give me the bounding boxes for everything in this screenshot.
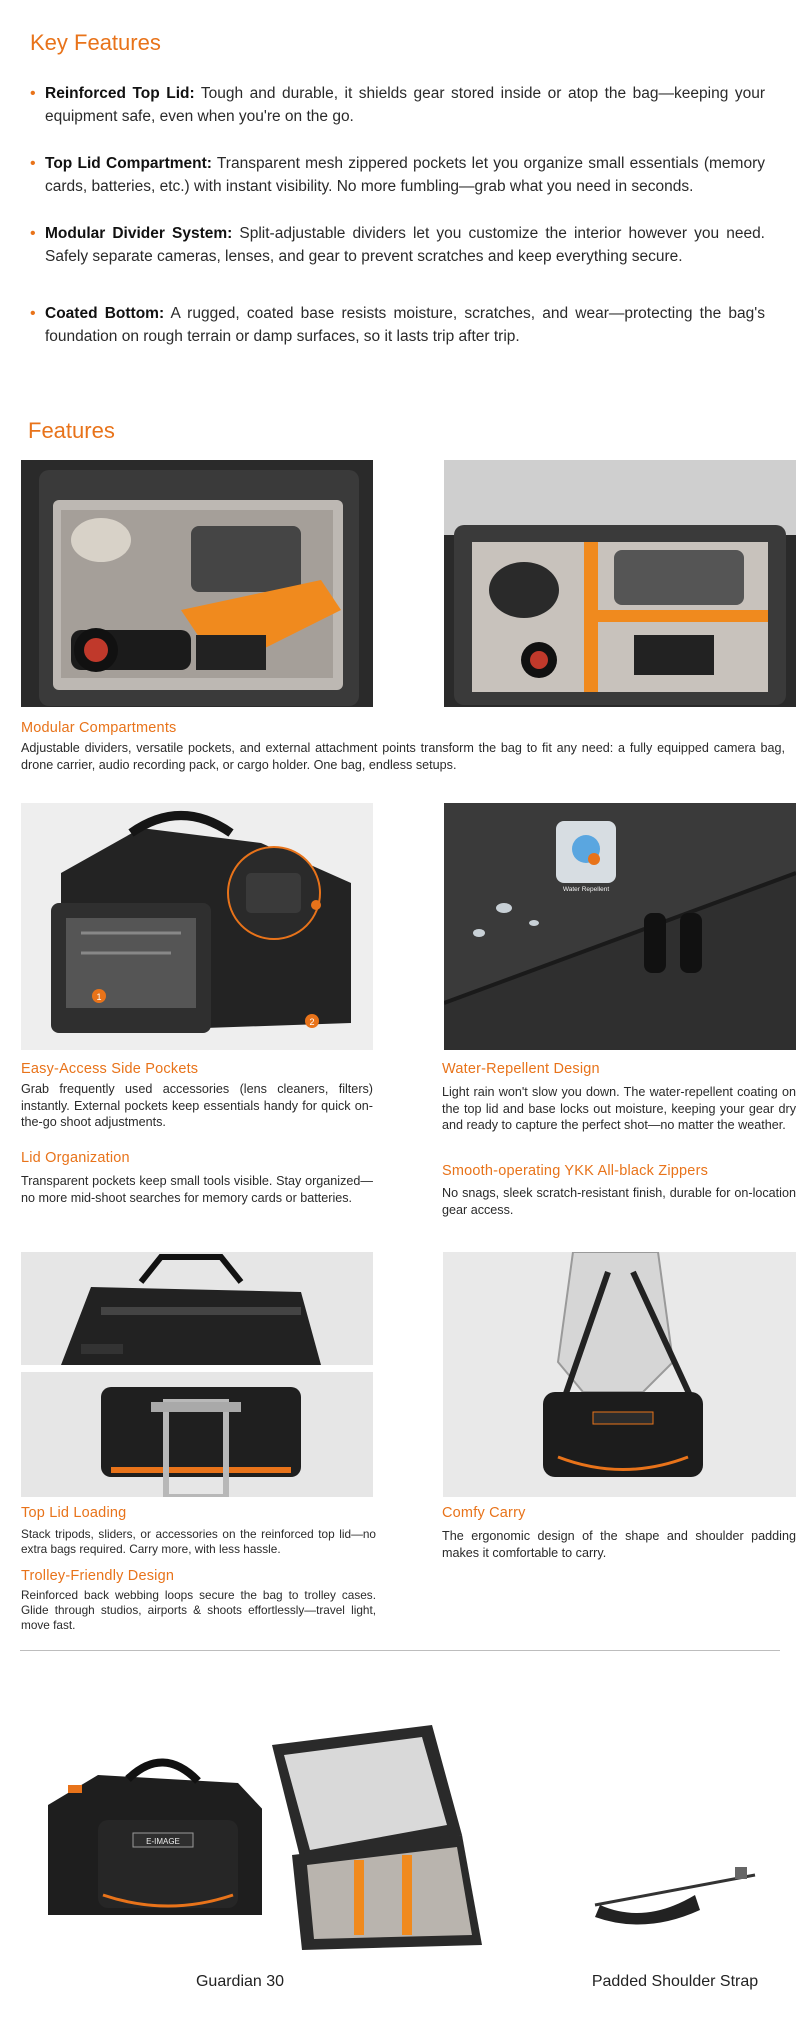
- key-feature-text: Transparent mesh zippered pockets let yo…: [45, 155, 765, 195]
- photo-top-lid-loading: [21, 1252, 373, 1365]
- callout-badge: [305, 1014, 319, 1028]
- key-feature-item: • Top Lid Compartment: Transparent mesh …: [30, 152, 765, 198]
- feature-body-water-repellent: Light rain won't slow you down. The wate…: [442, 1085, 796, 1132]
- key-feature-item: • Coated Bottom: A rugged, coated base r…: [30, 302, 765, 348]
- key-feature-text: A rugged, coated base resists moisture, …: [45, 305, 765, 345]
- key-feature-term: Coated Bottom:: [45, 305, 165, 322]
- key-feature-term: Top Lid Compartment:: [45, 155, 212, 172]
- feature-body-modular: Adjustable dividers, versatile pockets, …: [21, 741, 785, 772]
- key-feature-item: • Reinforced Top Lid: Tough and durable,…: [30, 82, 765, 128]
- feature-body-zippers: No snags, sleek scratch-resistant finish…: [442, 1186, 796, 1217]
- photo-comfy-carry: [443, 1252, 796, 1497]
- feature-title-top-lid-loading: Top Lid Loading: [21, 1505, 127, 1521]
- feature-title-comfy-carry: Comfy Carry: [442, 1505, 526, 1521]
- feature-title-zippers: Smooth-operating YKK All-black Zippers: [442, 1163, 709, 1179]
- callout-label: 2: [309, 1017, 314, 1027]
- key-feature-term: Reinforced Top Lid:: [45, 85, 195, 102]
- feature-body-side-pockets: Grab frequently used accessories (lens c…: [21, 1082, 373, 1129]
- bullet-icon: •: [30, 155, 36, 172]
- key-feature-term: Modular Divider System:: [45, 225, 233, 242]
- bullet-icon: •: [30, 225, 36, 242]
- features-title: Features: [28, 418, 115, 443]
- feature-body-top-lid-loading: Stack tripods, sliders, or accessories o…: [21, 1527, 376, 1556]
- product-bag-closed: E-IMAGE: [28, 1745, 278, 1930]
- feature-body-lid-organization: Transparent pockets keep small tools vis…: [21, 1174, 373, 1205]
- bullet-icon: •: [30, 85, 36, 102]
- product-bag-open: [262, 1725, 492, 1953]
- photo-bag-interior-dividers: [444, 460, 796, 707]
- caption-shoulder-strap: Padded Shoulder Strap: [591, 1973, 759, 1990]
- photo-water-repellent: Water Repellent: [444, 803, 796, 1050]
- feature-title-water-repellent: Water-Repellent Design: [442, 1061, 600, 1077]
- feature-title-trolley-friendly: Trolley-Friendly Design: [21, 1568, 175, 1584]
- caption-guardian-30: Guardian 30: [195, 1973, 285, 1990]
- bullet-icon: •: [30, 305, 36, 322]
- product-shoulder-strap: [585, 1855, 765, 1935]
- key-feature-item: • Modular Divider System: Split-adjustab…: [30, 222, 765, 268]
- key-features-title: Key Features: [30, 30, 161, 55]
- feature-body-trolley-friendly: Reinforced back webbing loops secure the…: [21, 1588, 376, 1632]
- key-feature-text: Split-adjustable dividers let you custom…: [45, 225, 765, 265]
- photo-bag-interior-camera: [21, 460, 373, 707]
- photo-trolley-friendly: [21, 1372, 373, 1497]
- section-divider: [20, 1650, 780, 1651]
- feature-title-modular: Modular Compartments: [21, 720, 177, 736]
- photo-side-pockets: 1 2: [21, 803, 373, 1050]
- feature-title-lid-organization: Lid Organization: [21, 1150, 130, 1166]
- bag-logo-text: E-IMAGE: [146, 1837, 180, 1846]
- callout-label: 1: [96, 992, 101, 1002]
- key-feature-text: Tough and durable, it shields gear store…: [45, 85, 765, 125]
- feature-body-comfy-carry: The ergonomic design of the shape and sh…: [442, 1529, 796, 1560]
- feature-title-side-pockets: Easy-Access Side Pockets: [21, 1061, 199, 1077]
- water-badge-label: Water Repellent: [563, 886, 610, 893]
- callout-badge: [92, 989, 106, 1003]
